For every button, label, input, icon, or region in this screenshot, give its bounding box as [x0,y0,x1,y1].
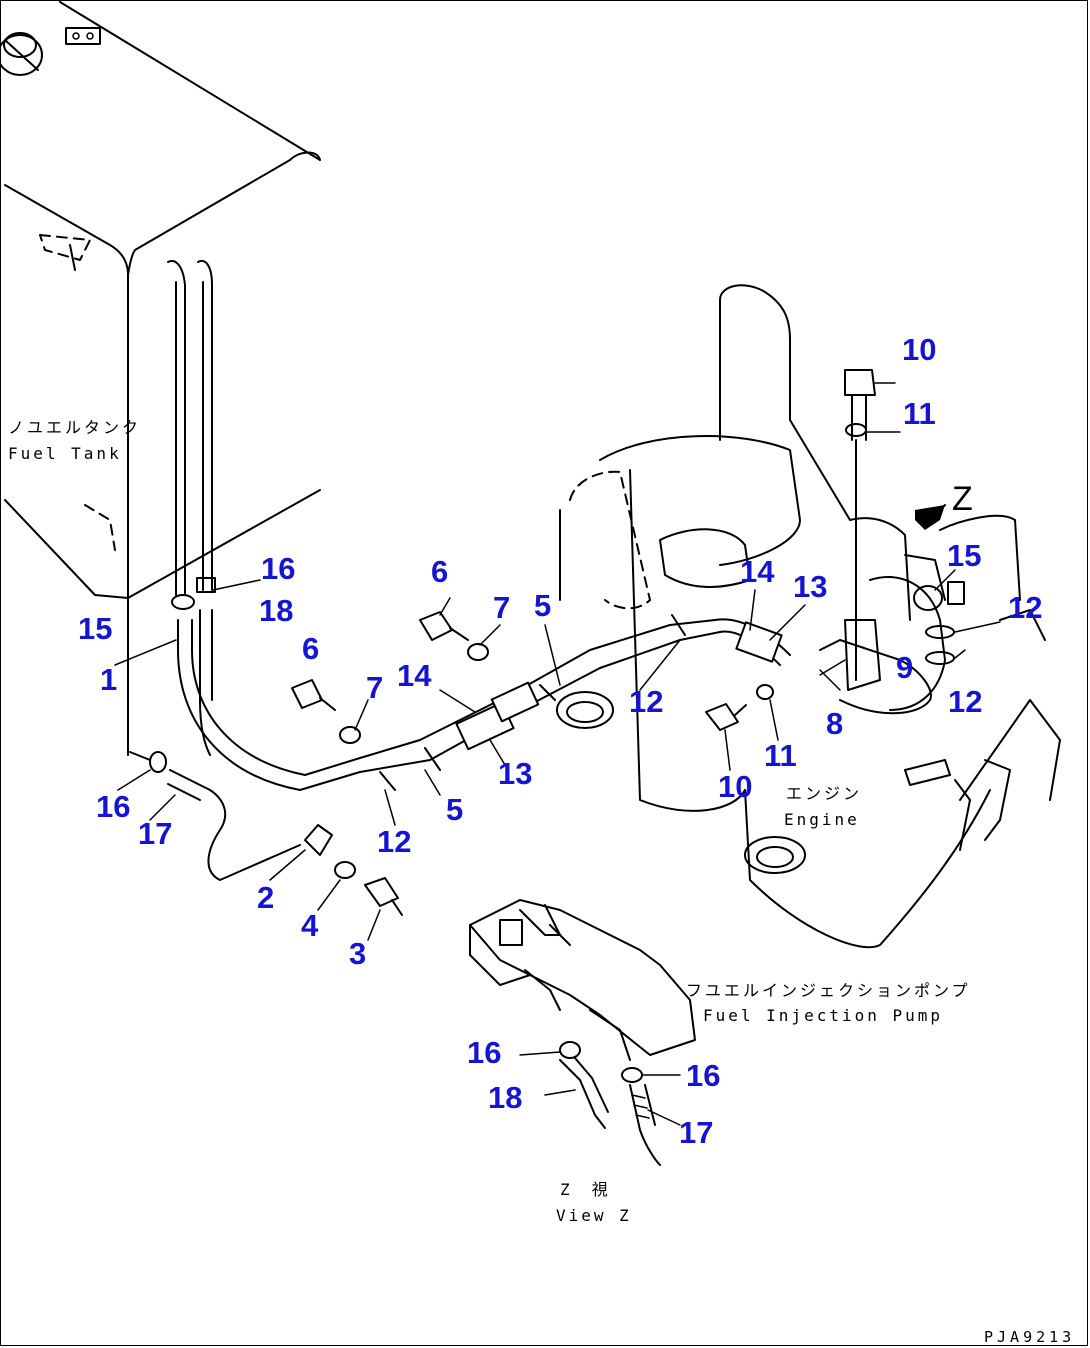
engine [556,284,1061,949]
return-hose [129,751,301,881]
callout-18: 18 [259,593,294,628]
view-label-jp: Z 視 [560,1180,611,1199]
callout-18: 18 [488,1080,523,1115]
callout-16: 16 [467,1035,502,1070]
callout-12: 12 [629,684,664,719]
callout-3: 3 [349,936,367,971]
engine-label-en: Engine [784,810,860,829]
injection-pump [469,899,696,1166]
callout-15: 15 [78,611,113,646]
view-label-en: View Z [556,1206,632,1225]
callout-12: 12 [377,824,412,859]
view-marker-z: Z [952,480,973,518]
callout-17: 17 [138,816,173,851]
callout-5: 5 [534,588,552,623]
callout-12: 12 [948,684,983,719]
callout-13: 13 [793,569,828,604]
callout-8: 8 [826,706,844,741]
leader-lines [114,382,956,1126]
callout-6: 6 [302,631,320,666]
callout-14: 14 [397,658,432,693]
callout-4: 4 [301,908,319,943]
callout-17: 17 [679,1115,714,1150]
tank-pipes [167,260,306,791]
callout-16: 16 [261,551,296,586]
callout-2: 2 [257,880,275,915]
pump-label-en: Fuel Injection Pump [703,1006,944,1025]
callout-11: 11 [764,738,797,773]
fuel-tank-label-en: Fuel Tank [8,444,122,463]
callout-16: 16 [96,789,131,824]
view-z-arrow [915,504,946,530]
callout-1: 1 [100,662,118,697]
fasteners [291,369,876,916]
drawing-code: PJA9213 [984,1328,1076,1346]
callout-10: 10 [902,332,937,367]
fuel-tank-label-jp: ノユエルタンク [8,418,142,437]
callout-10: 10 [718,769,753,804]
callout-7: 7 [493,590,511,625]
callout-7: 7 [366,670,384,705]
callout-13: 13 [498,756,533,791]
callout-6: 6 [431,554,449,589]
engine-label-jp: エンジン [786,784,863,803]
callout-15: 15 [947,538,982,573]
fuel-tank [0,1,321,756]
callout-5: 5 [446,792,464,827]
callout-14: 14 [740,554,775,589]
callout-9: 9 [896,650,914,685]
callout-12: 12 [1008,590,1043,625]
pump-label-jp: フユエルインジェクションポンプ [686,981,971,1000]
callout-11: 11 [903,396,936,431]
callout-16: 16 [686,1058,721,1093]
